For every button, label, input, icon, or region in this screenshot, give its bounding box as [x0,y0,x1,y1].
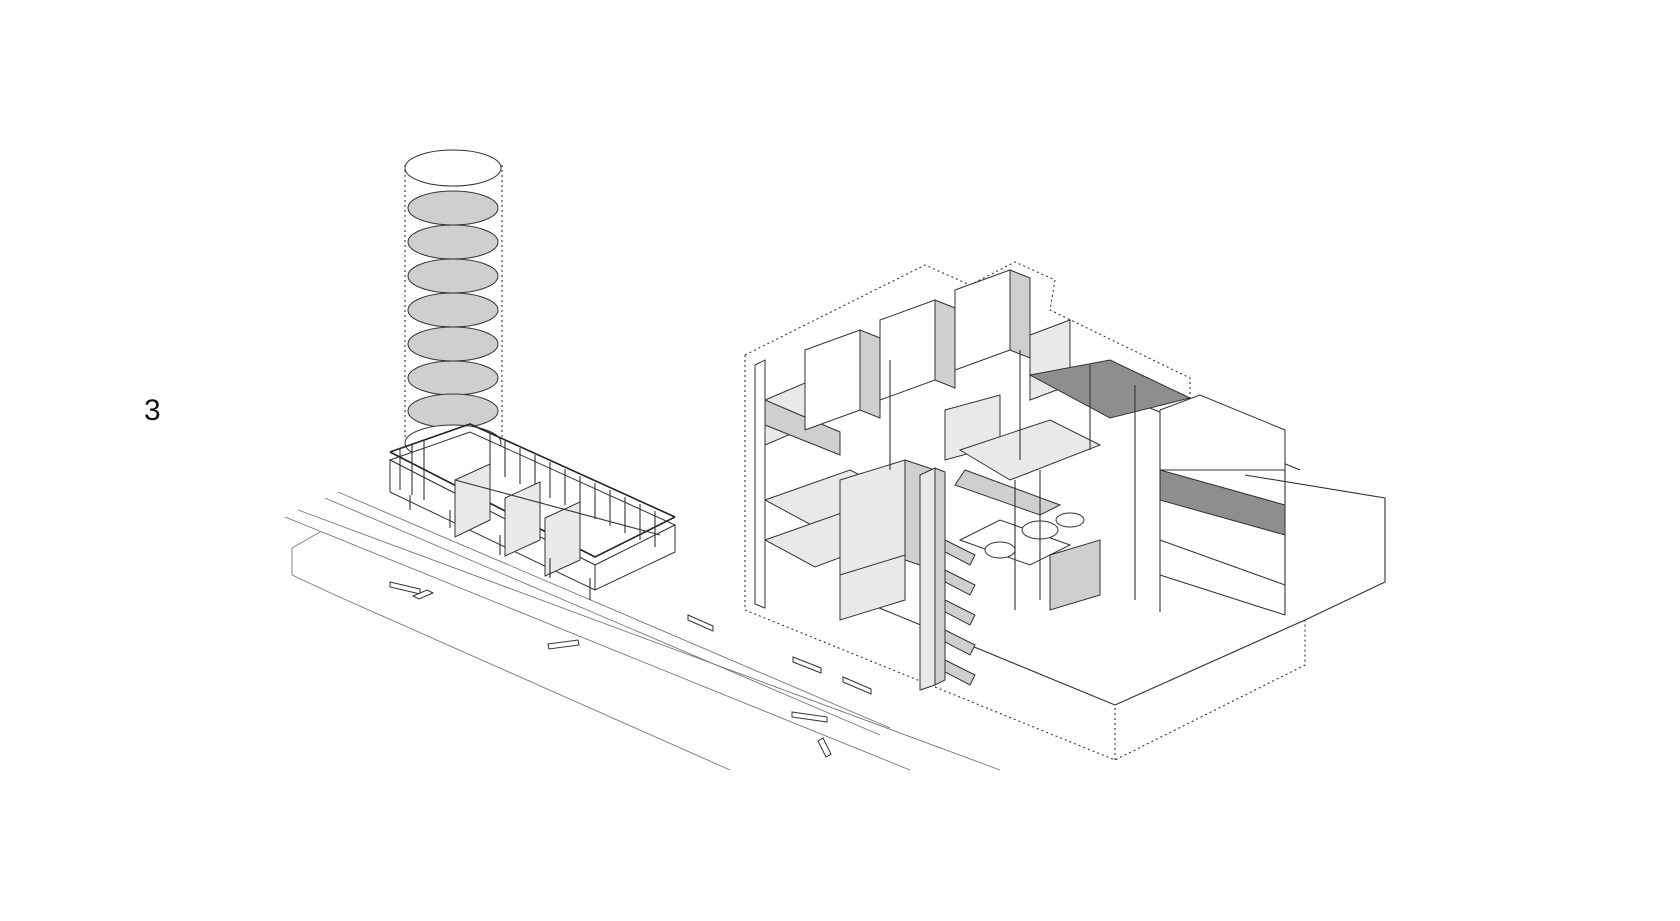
street-lines [284,491,1001,771]
stair-tower [919,467,976,691]
cylindrical-tower [404,149,503,462]
street-furniture [389,581,872,758]
main-building-structure [754,269,1286,621]
figure-number-label: 3 [144,394,161,427]
tower-base-platform [388,423,677,600]
